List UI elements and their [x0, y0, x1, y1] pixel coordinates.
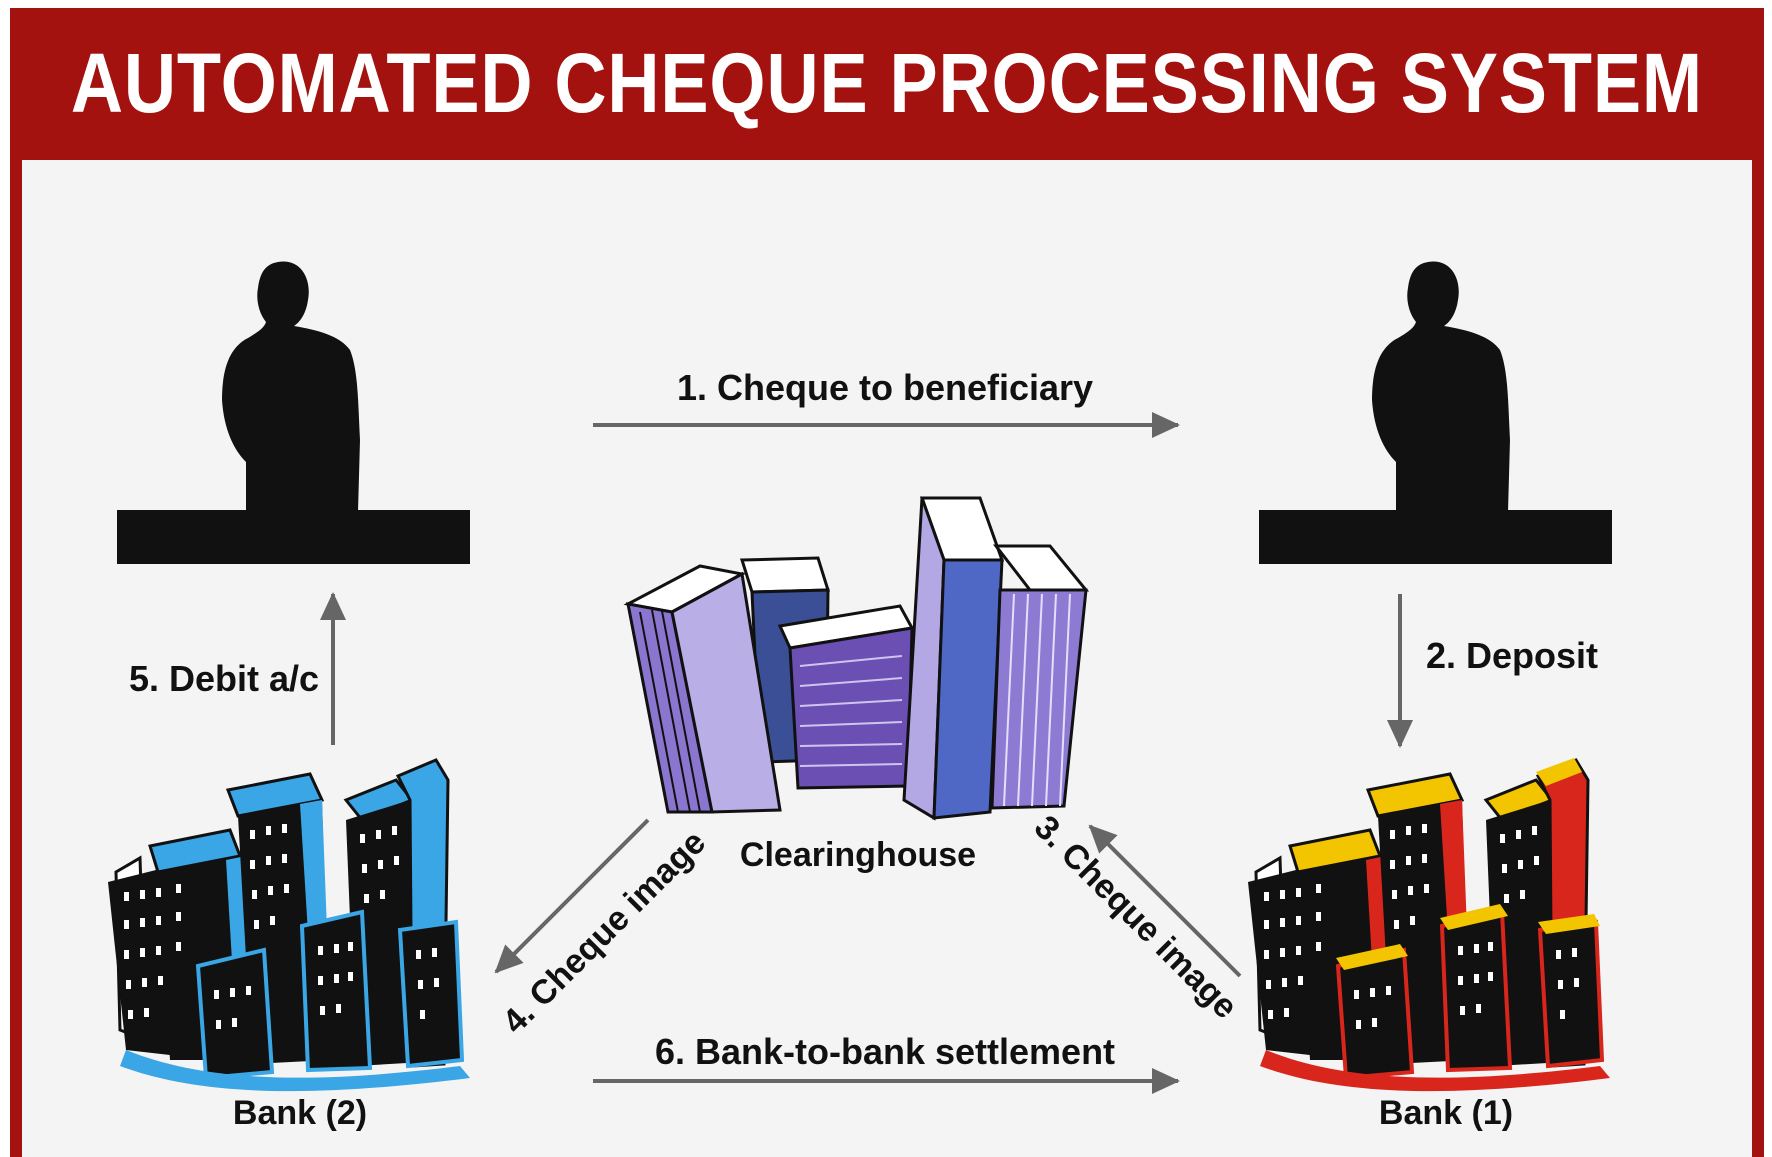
step-1-label: 1. Cheque to beneficiary: [677, 367, 1093, 408]
bank1-buildings-icon: [1248, 758, 1610, 1092]
step-5-label: 5. Debit a/c: [129, 658, 319, 699]
title-bar: AUTOMATED CHEQUE PROCESSING SYSTEM: [10, 8, 1764, 158]
beneficiary-person-icon: [1259, 261, 1612, 564]
step-2-label: 2. Deposit: [1426, 635, 1598, 676]
step-4-label: 4. Cheque image: [495, 823, 713, 1041]
diagram-title: AUTOMATED CHEQUE PROCESSING SYSTEM: [70, 35, 1704, 130]
bank2-label: Bank (2): [233, 1094, 367, 1132]
step-3-label: 3. Cheque image: [1027, 808, 1245, 1026]
arrow-step-3: [1088, 824, 1242, 978]
bank2-buildings-icon: [108, 758, 470, 1092]
arrow-step-4: [494, 818, 650, 974]
bank1-label: Bank (1): [1379, 1094, 1513, 1132]
clearinghouse-label: Clearinghouse: [740, 836, 976, 874]
payer-person-icon: [117, 261, 470, 564]
clearinghouse-towers-icon: [623, 496, 1090, 821]
step-6-label: 6. Bank-to-bank settlement: [655, 1031, 1115, 1072]
